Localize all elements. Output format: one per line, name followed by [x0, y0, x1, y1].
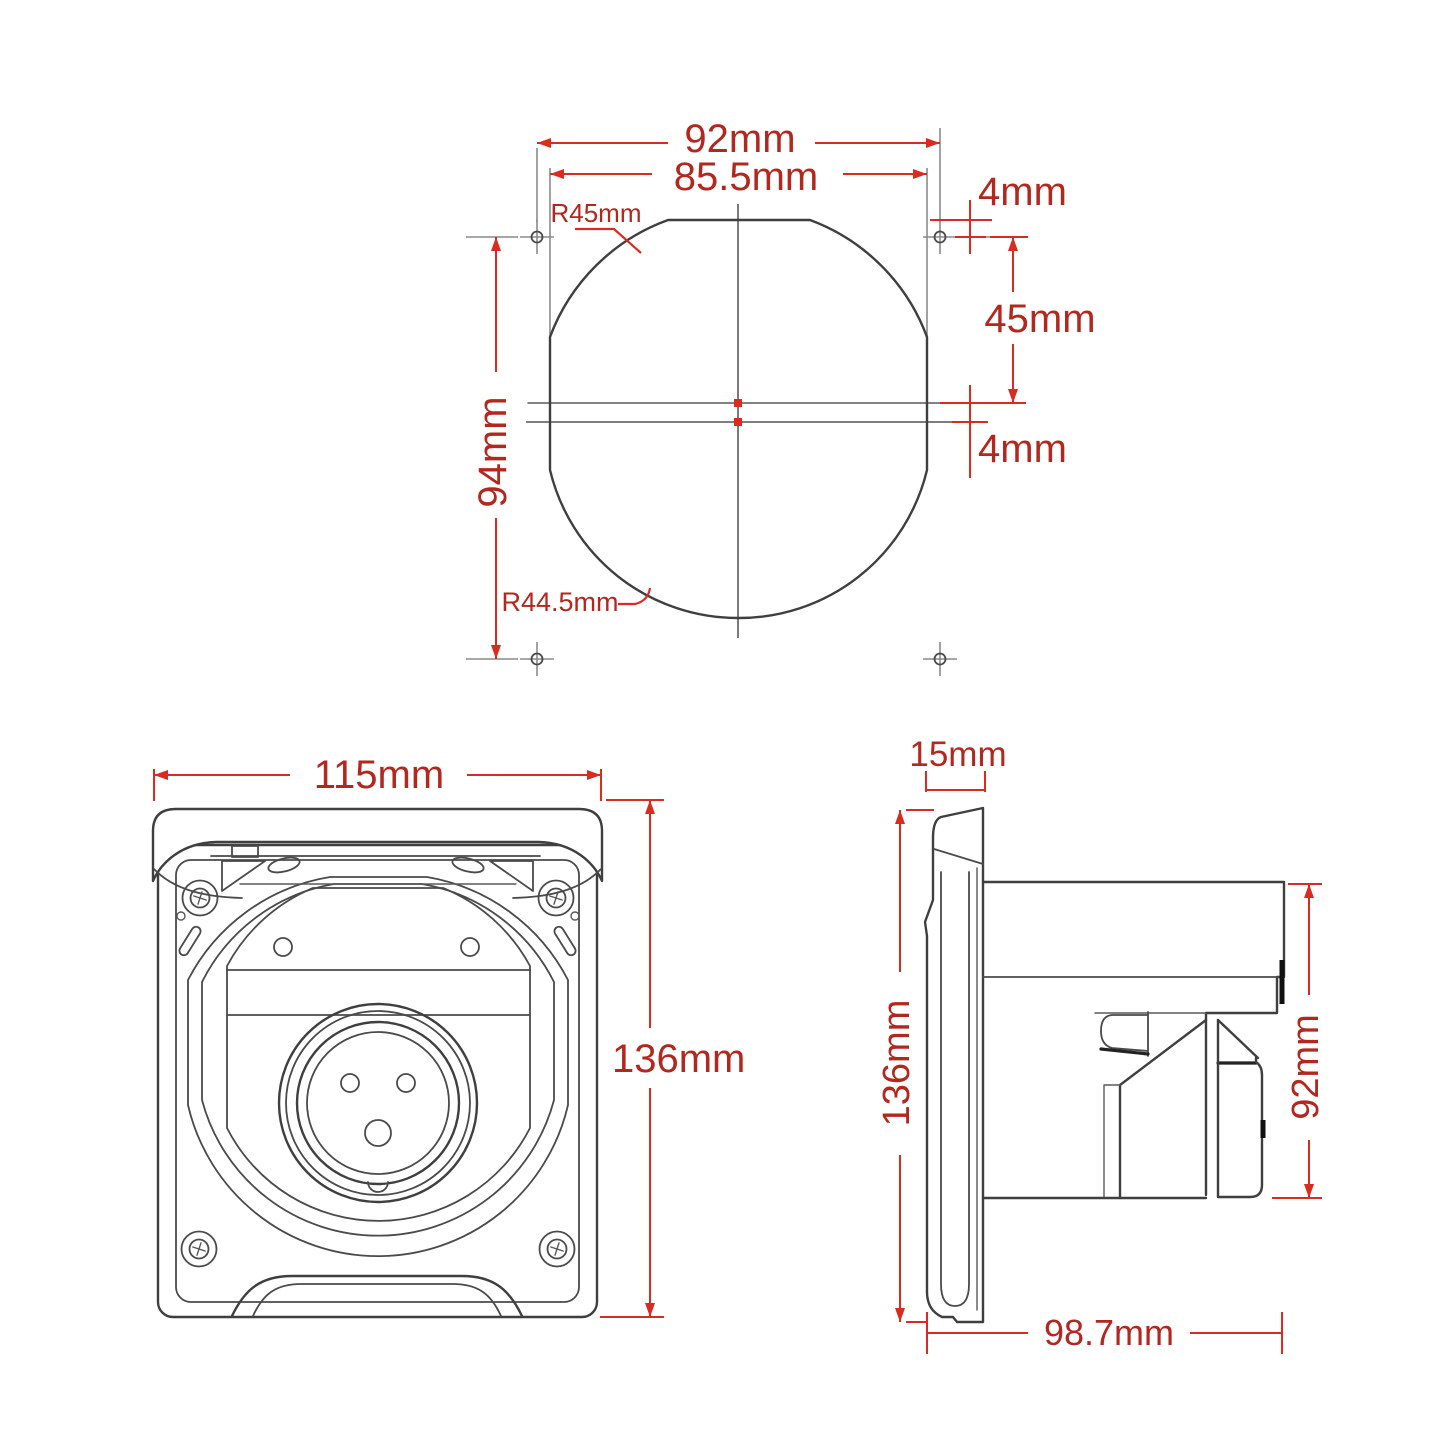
dimension-offset-top: 4mm [930, 170, 1067, 254]
front-fixing-hole-left [273, 937, 293, 957]
dim-label-45mm: 45mm [984, 297, 1095, 341]
top-view-cutout-template: 92mm 85.5mm R45mm 4mm 45m [466, 117, 1096, 676]
dimension-side-depth: 98.7mm [926, 1312, 1283, 1354]
side-lid-bottom-edge [933, 848, 984, 865]
hinge-slot-left [267, 856, 301, 874]
front-inner-frame [175, 859, 580, 1303]
dim-label-115mm: 115mm [314, 753, 444, 797]
corner-brace-right [489, 860, 534, 892]
side-clip-underline [1099, 1047, 1150, 1056]
dimension-height-overall: 94mm [471, 237, 515, 659]
side-ramp [1118, 1018, 1208, 1200]
dimension-side-lid-depth: 15mm [909, 735, 1007, 792]
front-plate-contour [226, 887, 531, 1222]
radius-label-r45mm: R45mm [550, 198, 641, 228]
dimension-side-body-height: 92mm [1272, 883, 1327, 1199]
dimension-offset-middle: 4mm [940, 385, 1067, 478]
mounting-ring-inner [201, 883, 555, 1237]
screw-top-left [181, 879, 219, 917]
radius-callout-top: R45mm [550, 198, 642, 254]
dimension-height-upper: 45mm [984, 236, 1096, 403]
drain-slot-right [553, 925, 577, 957]
dimension-side-height: 136mm [876, 809, 934, 1323]
hinge-slot-right [451, 856, 485, 874]
socket-face [295, 1020, 461, 1186]
front-view-socket: 115mm 136mm [151, 753, 745, 1319]
radius-callout-bottom: R44.5mm [501, 587, 652, 617]
drain-slot-left [178, 925, 202, 957]
dim-label-136mm-side: 136mm [876, 1000, 918, 1127]
lid-brow-left [153, 868, 243, 899]
dim-label-4mm-middle: 4mm [978, 427, 1067, 471]
side-view-socket: 15mm 136mm 92mm 98.7mm [876, 735, 1327, 1354]
socket-face-bevel [306, 1031, 450, 1175]
socket-pin-right [396, 1073, 416, 1093]
dim-label-94mm: 94mm [471, 396, 515, 507]
side-faceplate [923, 806, 985, 1324]
socket-pin-left [340, 1073, 360, 1093]
screw-top-right [537, 879, 575, 917]
lid-latch-tab [231, 845, 259, 858]
side-plate-channel [940, 871, 970, 1307]
screw-bottom-left [180, 1230, 218, 1268]
lid-flap [151, 807, 604, 883]
front-fixing-hole-right [460, 937, 480, 957]
dim-label-98-7mm: 98.7mm [1044, 1312, 1174, 1353]
mounting-hole-marker-top-right [923, 220, 957, 254]
dimension-front-width: 115mm [153, 753, 602, 801]
socket-ring-outer [277, 1002, 479, 1204]
side-latch-hook [1216, 1018, 1260, 1060]
bottom-recess-inner [252, 1283, 502, 1317]
vent-hole-left [176, 911, 186, 921]
mounting-ring-outer [187, 876, 569, 1258]
corner-brace-left [221, 860, 266, 892]
vent-hole-right [570, 911, 580, 921]
dimension-width-inner: 85.5mm [550, 155, 927, 199]
side-rear-block [1216, 1018, 1264, 1199]
dim-label-136mm-front: 136mm [612, 1037, 745, 1081]
socket-keyway [367, 1181, 389, 1193]
side-clip-pocket [1100, 1011, 1149, 1057]
bottom-recess-outer [230, 1274, 524, 1318]
dim-label-4mm-top: 4mm [978, 170, 1067, 214]
dim-label-92mm-side: 92mm [1285, 1014, 1327, 1120]
radius-label-r44-5mm: R44.5mm [501, 587, 618, 617]
side-ramp-step [1103, 1084, 1121, 1199]
mounting-hole-marker-bottom-left [520, 642, 554, 676]
dimension-width-outer: 92mm [537, 117, 940, 161]
dimension-front-height: 136mm [600, 799, 745, 1318]
dim-label-15mm: 15mm [909, 735, 1006, 774]
screw-bottom-right [538, 1230, 576, 1268]
center-mark [734, 399, 742, 426]
front-body-outline [156, 843, 599, 1319]
socket-ring-second [285, 1010, 471, 1196]
dim-label-92mm-cutout: 92mm [684, 117, 795, 161]
mounting-hole-marker-top-left [520, 220, 554, 254]
dim-label-85-5mm: 85.5mm [674, 155, 819, 199]
mounting-hole-marker-bottom-right [923, 642, 957, 676]
cutout-outline [548, 218, 929, 620]
socket-pin-earth [364, 1119, 392, 1147]
